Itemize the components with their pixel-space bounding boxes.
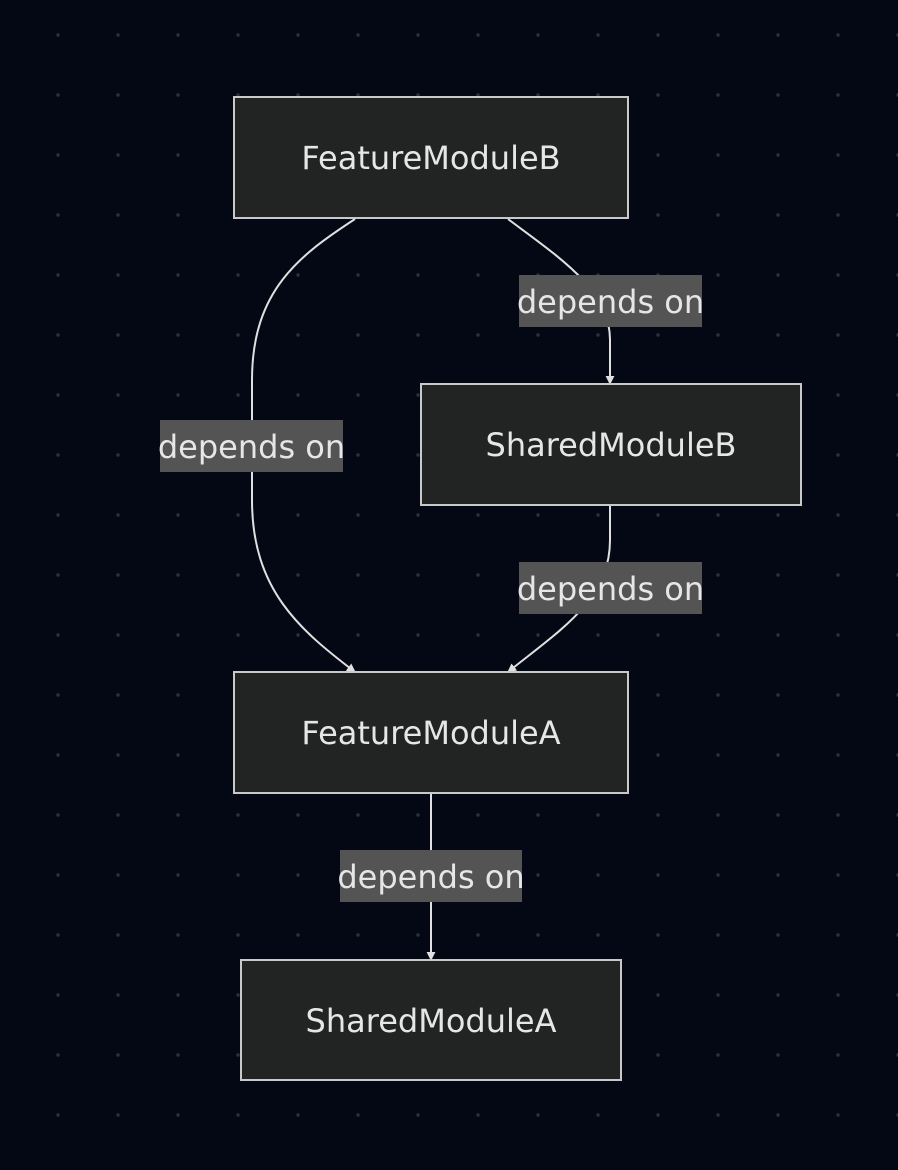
svg-text:SharedModuleB: SharedModuleB xyxy=(486,426,737,464)
svg-text:depends on: depends on xyxy=(517,283,704,321)
node-shared-module-b[interactable]: SharedModuleB xyxy=(420,383,802,506)
node-feature-module-b[interactable]: FeatureModuleB xyxy=(233,96,629,219)
edge-label-featureb-sharedb: depends on xyxy=(517,275,704,327)
node-shared-module-a[interactable]: SharedModuleA xyxy=(240,959,622,1081)
edge-label-sharedb-featurea: depends on xyxy=(517,562,704,614)
edge-label-featurea-shareda: depends on xyxy=(337,850,525,902)
svg-text:FeatureModuleB: FeatureModuleB xyxy=(301,139,560,177)
svg-text:depends on: depends on xyxy=(337,858,524,896)
svg-text:depends on: depends on xyxy=(158,428,345,466)
edge-label-featureb-featurea: depends on xyxy=(158,420,345,472)
svg-text:FeatureModuleA: FeatureModuleA xyxy=(301,714,560,752)
node-feature-module-a[interactable]: FeatureModuleA xyxy=(233,671,629,794)
svg-text:depends on: depends on xyxy=(517,570,704,608)
svg-text:SharedModuleA: SharedModuleA xyxy=(306,1002,557,1040)
